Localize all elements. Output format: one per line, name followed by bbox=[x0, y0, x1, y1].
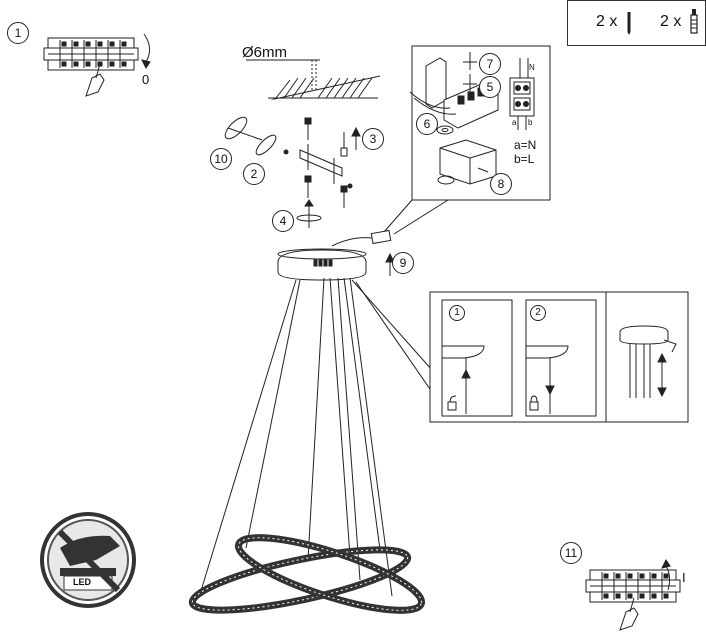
step-11-number: 11 bbox=[560, 542, 582, 564]
step-6-number: 6 bbox=[416, 113, 438, 135]
wall-anchor-icon bbox=[690, 9, 698, 34]
neutral-label: a=N bbox=[514, 138, 537, 152]
step-8-number: 8 bbox=[490, 173, 512, 195]
step-4-number: 4 bbox=[272, 210, 294, 232]
step-2-number: 2 bbox=[243, 163, 265, 185]
switch-off-label: 0 bbox=[142, 72, 150, 87]
step-10-number: 10 bbox=[210, 148, 232, 170]
led-badge-label: LED bbox=[73, 577, 91, 587]
terminal-b-label: b bbox=[528, 118, 533, 127]
step-5-number: 5 bbox=[479, 76, 501, 98]
screw-icon bbox=[627, 12, 631, 35]
anchor-count: 2 x bbox=[660, 13, 682, 30]
step-7-number: 7 bbox=[479, 53, 501, 75]
suspension-cables bbox=[199, 277, 433, 597]
drill-diameter-label: Ø6mm bbox=[242, 44, 287, 61]
hook-and-mounting-plate bbox=[224, 116, 361, 228]
substep-2-number: 2 bbox=[530, 305, 546, 321]
terminal-n-label: N bbox=[529, 63, 535, 72]
breaker-panel-off bbox=[43, 33, 151, 97]
live-label: b=L bbox=[514, 152, 535, 166]
substep-1-number: 1 bbox=[449, 305, 465, 321]
step-1-number: 1 bbox=[7, 22, 29, 44]
step-9-number: 9 bbox=[392, 252, 414, 274]
led-rings bbox=[188, 534, 426, 614]
terminal-a-label: a bbox=[512, 118, 517, 127]
ceiling-canopy bbox=[277, 229, 395, 281]
parts-legend: 2 x 2 x bbox=[567, 0, 706, 46]
no-touch-led-badge bbox=[40, 512, 136, 608]
step-3-number: 3 bbox=[362, 128, 384, 150]
height-adjust-detail bbox=[429, 291, 689, 423]
screw-count: 2 x bbox=[596, 13, 618, 30]
ceiling-drill bbox=[246, 59, 381, 101]
breaker-panel-on bbox=[585, 559, 681, 631]
switch-on-label: I bbox=[682, 570, 686, 585]
